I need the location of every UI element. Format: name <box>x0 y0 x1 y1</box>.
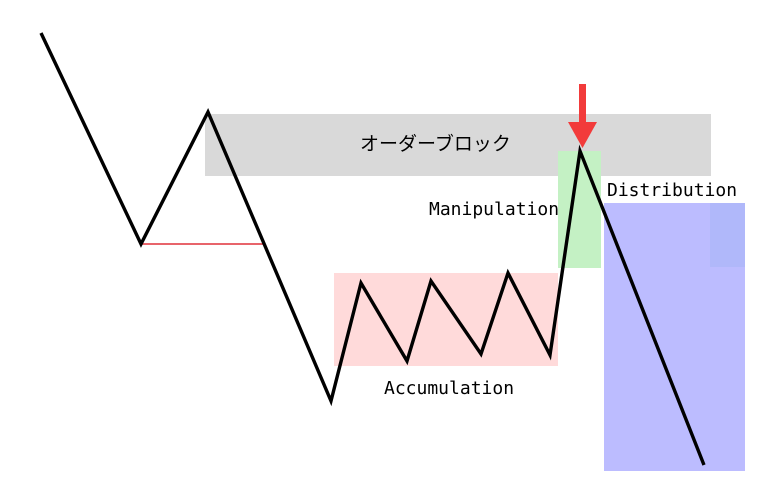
manipulation-label: Manipulation <box>429 199 559 220</box>
accumulation-label: Accumulation <box>384 378 514 399</box>
order-block-label: オーダーブロック <box>360 132 511 155</box>
order-block-zone <box>205 114 711 176</box>
accumulation-zone <box>334 273 558 366</box>
down-arrow-icon <box>568 84 597 148</box>
distribution-label: Distribution <box>607 180 737 201</box>
distribution-zone-highlight <box>710 203 745 267</box>
price-path-line <box>39 32 706 466</box>
